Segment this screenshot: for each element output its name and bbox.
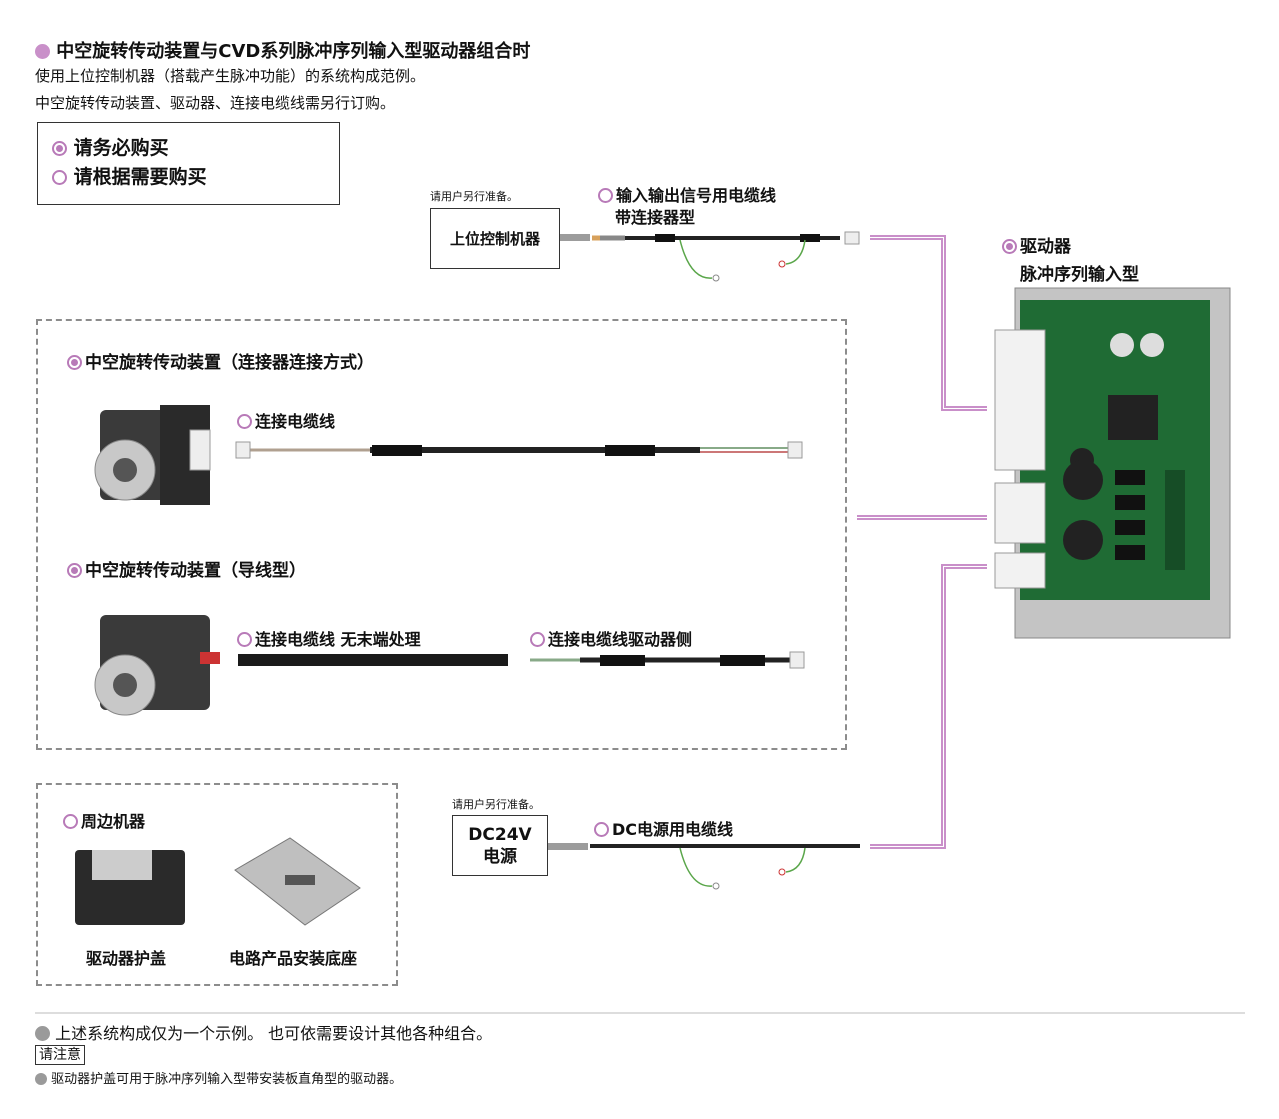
actuator-connector-title: 中空旋转传动装置（连接器连接方式） [67, 348, 374, 373]
host-controller-box: 上位控制机器 [430, 208, 560, 269]
connection-lines [857, 235, 987, 849]
controller-to-driver-line [870, 235, 987, 408]
connection-cable-connector [235, 441, 803, 459]
bullet-dot-icon [35, 1073, 47, 1085]
page-title-text: 中空旋转传动装置与CVD系列脉冲序列输入型驱动器组合时 [56, 41, 531, 62]
intro-line-2: 中空旋转传动装置、驱动器、连接电缆线需另行订购。 [35, 94, 396, 112]
signal-cable-label: 输入输出信号用电缆线 [598, 182, 776, 206]
power-cable [590, 844, 860, 890]
peripheral-title: 周边机器 [63, 808, 145, 832]
driver-cover-image [75, 850, 185, 925]
optional-marker-icon [237, 632, 252, 647]
actuator-image-1 [94, 405, 211, 505]
caution-label: 请注意 [35, 1045, 85, 1065]
footer-note: 上述系统构成仅为一个示例。 也可依需要设计其他各种组合。 [35, 1020, 492, 1044]
optional-marker-icon [598, 188, 613, 203]
optional-marker-icon [52, 170, 67, 185]
controller-note: 请用户另行准备。 [430, 190, 518, 203]
required-marker-icon [67, 563, 82, 578]
signal-cable [592, 231, 860, 282]
intro-line-1: 使用上位控制机器（搭载产生脉冲功能）的系统构成范例。 [35, 67, 426, 85]
mounting-plate-image [234, 837, 361, 926]
driver-image [994, 287, 1231, 639]
optional-marker-icon [63, 814, 78, 829]
bullet-dot-icon [35, 1026, 50, 1041]
driver-cover-label: 驱动器护盖 [86, 949, 167, 968]
lead-cable [238, 654, 508, 666]
power-to-driver-line [870, 564, 987, 846]
legend-optional: 请根据需要购买 [52, 162, 207, 189]
required-marker-icon [67, 355, 82, 370]
signal-cable-sublabel: 带连接器型 [615, 208, 696, 227]
peripheral-group [36, 783, 398, 986]
power-cable-label: DC电源用电缆线 [594, 816, 733, 840]
caution-text: 驱动器护盖可用于脉冲序列输入型带安装板直角型的驱动器。 [35, 1068, 402, 1087]
legend-required: 请务必购买 [52, 133, 169, 160]
driver-side-cable-label: 连接电缆线驱动器侧 [530, 626, 692, 650]
actuator-image-2 [94, 615, 220, 716]
legend-box: 请务必购买 请根据需要购买 [37, 122, 340, 205]
driver-label: 驱动器 [1002, 232, 1071, 257]
optional-marker-icon [530, 632, 545, 647]
power-supply-box: DC24V 电源 [452, 815, 548, 876]
actuator-group [36, 319, 847, 750]
power-note: 请用户另行准备。 [452, 798, 540, 811]
optional-marker-icon [237, 414, 252, 429]
connection-cable-label: 连接电缆线 [237, 408, 335, 432]
optional-marker-icon [594, 822, 609, 837]
actuator-lead-title: 中空旋转传动装置（导线型） [67, 556, 306, 581]
required-marker-icon [1002, 239, 1017, 254]
lead-cable-label: 连接电缆线 无末端处理 [237, 626, 421, 650]
driver-type-label: 脉冲序列输入型 [1020, 265, 1139, 285]
required-marker-icon [52, 141, 67, 156]
driver-side-cable [530, 651, 805, 669]
bullet-dot-icon [35, 44, 50, 59]
mounting-plate-label: 电路产品安装底座 [229, 949, 358, 968]
page-title: 中空旋转传动装置与CVD系列脉冲序列输入型驱动器组合时 [35, 37, 530, 63]
